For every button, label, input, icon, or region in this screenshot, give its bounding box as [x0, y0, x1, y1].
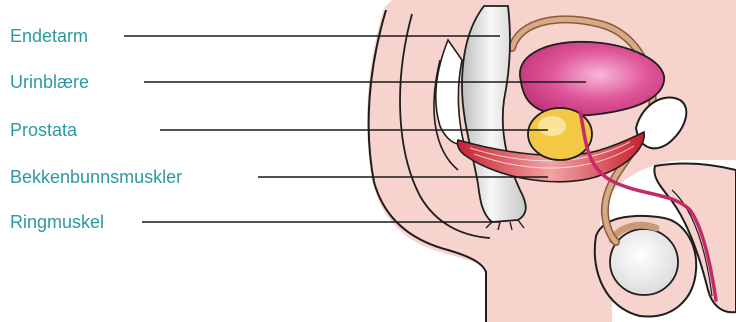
- prostate-highlight: [538, 116, 566, 136]
- label-urinblaere: Urinblære: [10, 71, 89, 93]
- label-ringmuskel: Ringmuskel: [10, 211, 104, 233]
- label-prostata: Prostata: [10, 119, 77, 141]
- label-bekkenbunnsmuskler: Bekkenbunnsmuskler: [10, 166, 182, 188]
- testicle: [610, 229, 678, 295]
- label-endetarm: Endetarm: [10, 25, 88, 47]
